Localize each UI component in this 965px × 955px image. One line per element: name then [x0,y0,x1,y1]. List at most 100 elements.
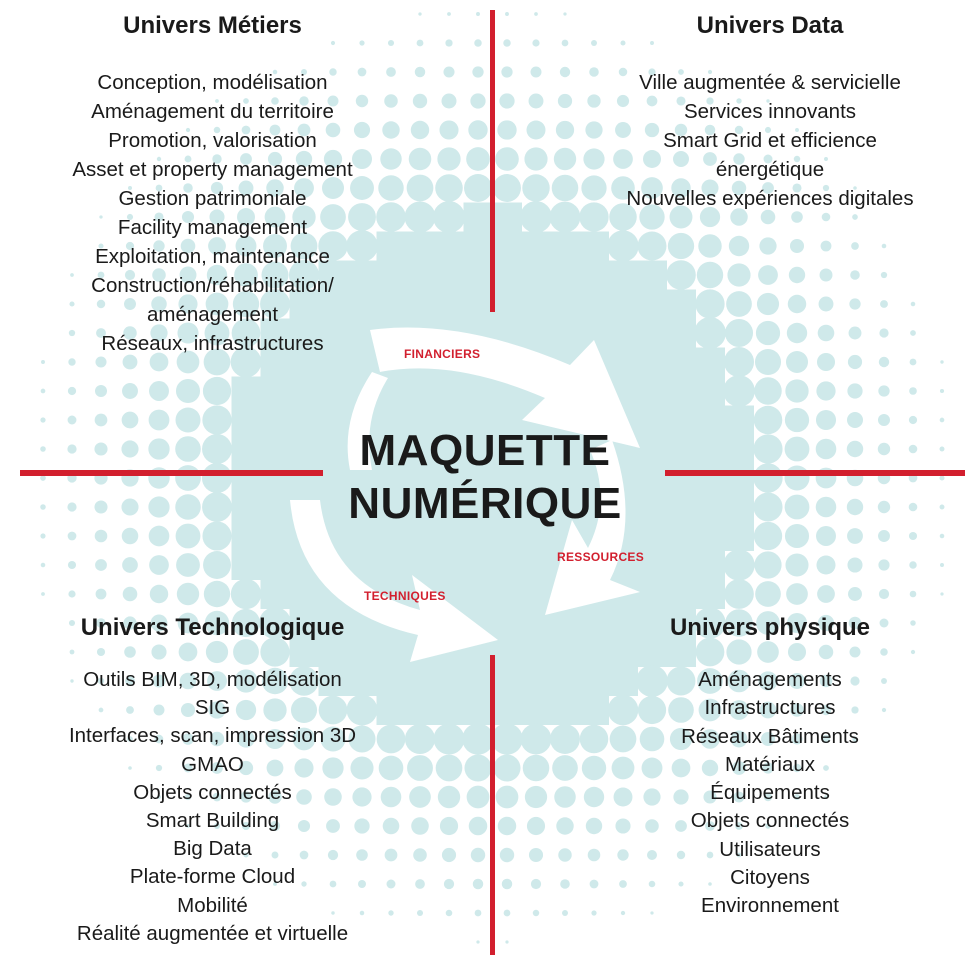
halftone-dot [528,847,544,863]
halftone-dot [124,298,136,310]
arrow-label-ressources: RESSOURCES [557,550,645,564]
halftone-dot [815,409,837,431]
halftone-dot [464,174,492,202]
halftone-dot [792,183,802,193]
halftone-dot [879,328,889,338]
list-item: Smart Grid et efficience [663,129,877,152]
halftone-dot [470,847,486,863]
halftone-dot [148,496,170,518]
halftone-dot [505,12,509,16]
halftone-dot [126,213,134,221]
halftone-dot [127,736,133,742]
halftone-dot [204,610,230,636]
list-item: Exploitation, maintenance [95,245,330,268]
halftone-dot [149,555,169,575]
list-item: Réseaux Bâtiments [681,724,859,748]
halftone-dot [230,578,262,610]
halftone-dot [848,326,862,340]
halftone-dot [497,816,517,836]
halftone-dot [214,823,220,829]
arrow-techniques [290,500,498,662]
halftone-dot [463,579,493,609]
halftone-dot [847,383,863,399]
halftone-dot [416,39,424,47]
halftone-dot [260,550,290,580]
halftone-dot [795,128,799,132]
halftone-dot [723,549,755,581]
halftone-dot [557,93,573,109]
halftone-dot [267,151,283,167]
halftone-dot [405,463,435,493]
halftone-dot [209,731,225,747]
halftone-dot [641,177,663,199]
halftone-dot [434,492,464,522]
halftone-dot [68,619,76,627]
quadrant-title: Univers physique [669,614,871,641]
halftone-dot [466,785,490,809]
halftone-dot [521,579,551,609]
halftone-dot [550,666,580,696]
halftone-dot [325,122,341,138]
halftone-dot [760,209,776,225]
halftone-dot [495,147,519,171]
quadrant-title: Univers Technologique [80,614,345,641]
halftone-dot [215,99,219,103]
halftone-dot [821,734,831,744]
halftone-dot [350,176,374,200]
halftone-dot [725,609,753,637]
halftone-dot [289,318,319,348]
halftone-dot [675,820,687,832]
halftone-dot [579,231,609,261]
halftone-dot [407,755,433,781]
halftone-dot [608,289,638,319]
halftone-dot [376,492,406,522]
halftone-dot [463,231,493,261]
halftone-dot [909,358,917,366]
center-title-line-1: MAQUETTE [359,426,611,475]
halftone-dot [637,550,667,580]
halftone-dot [815,438,837,460]
halftone-dot [492,521,522,551]
halftone-dot [733,153,745,165]
halftone-dot [847,557,863,573]
halftone-dot [94,413,108,427]
halftone-dot [443,66,455,78]
halftone-dot [816,555,836,575]
halftone-dot [155,184,163,192]
halftone-dot [583,786,605,808]
halftone-dot [405,405,435,435]
halftone-dot [266,759,284,777]
halftone-dot [468,816,488,836]
halftone-dot [848,616,862,630]
halftone-dot [492,405,522,435]
halftone-dot [186,824,190,828]
halftone-dot [148,438,170,460]
halftone-dot [175,407,201,433]
halftone-dot [667,232,695,260]
halftone-dot [356,849,368,861]
halftone-dot [784,436,810,462]
halftone-dot [411,817,429,835]
halftone-dot [40,504,46,510]
halftone-dot [260,318,290,348]
halftone-dot [647,850,657,860]
halftone-dot [184,155,192,163]
halftone-dot [434,550,464,580]
halftone-dot [695,347,725,377]
halftone-dot [673,789,689,805]
circular-arrows [290,327,640,662]
halftone-dot [472,878,484,890]
halftone-dot [70,679,74,683]
halftone-dot [609,725,637,753]
halftone-dot [346,230,378,262]
halftone-dot [848,587,862,601]
halftone-dot [673,151,689,167]
halftone-dot [724,463,754,493]
halftone-dot [754,377,782,405]
halftone-dot [405,695,435,725]
halftone-dot [231,405,261,435]
halftone-dot [378,175,404,201]
halftone-dot [474,39,482,47]
halftone-dot [329,68,337,76]
halftone-dot [520,201,552,233]
